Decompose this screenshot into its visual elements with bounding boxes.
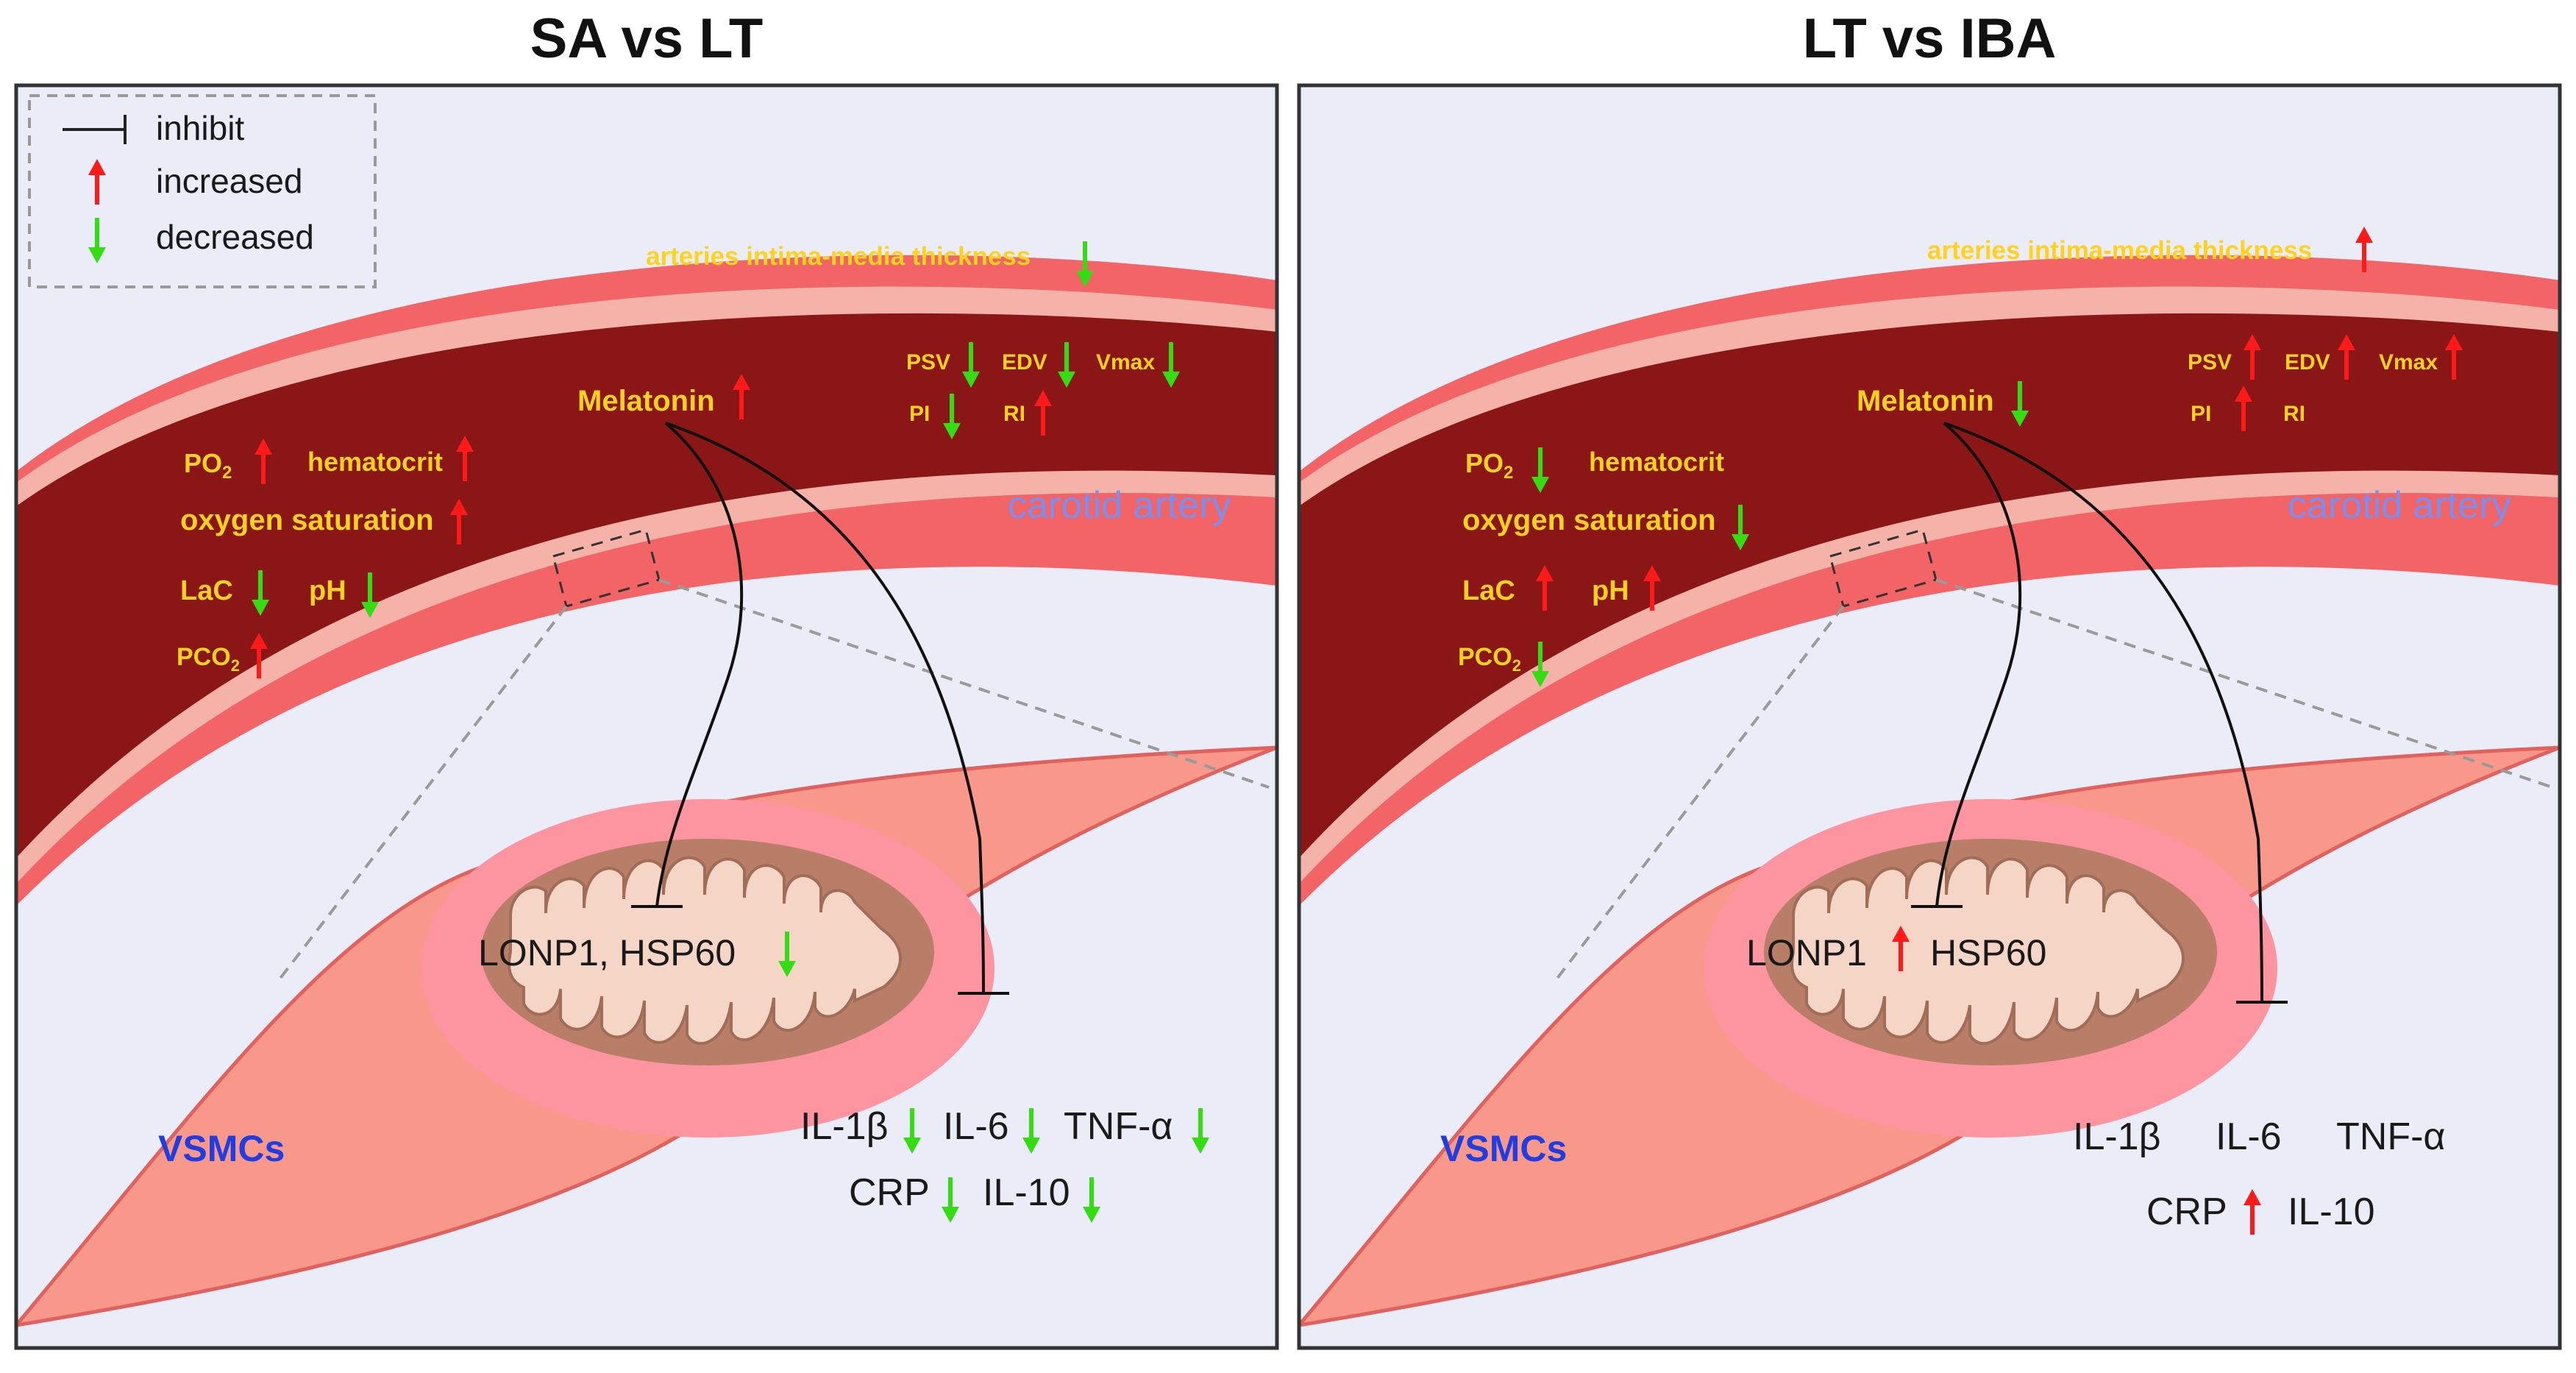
legend-increased-label: increased (156, 162, 302, 200)
il6-label: IL-6 (943, 1105, 1009, 1148)
ph-label: pH (1592, 575, 1629, 606)
legend-inhibit-label: inhibit (156, 109, 244, 147)
legend-box (28, 94, 377, 288)
oxygen-saturation-label: oxygen saturation (180, 504, 434, 536)
melatonin-label: Melatonin (577, 385, 715, 417)
panel-border (1297, 83, 2562, 1350)
ri-label: RI (2283, 402, 2305, 426)
lac-label: LaC (180, 575, 233, 606)
edv-label: EDV (1002, 350, 1047, 375)
pi-label: PI (909, 402, 930, 426)
crp-label: CRP (849, 1171, 930, 1214)
pi-label: PI (2191, 402, 2211, 426)
inhibition-lines (1911, 422, 2288, 1004)
inhibition-lines (631, 422, 1009, 995)
ri-label: RI (1003, 402, 1025, 426)
psv-label: PSV (906, 350, 950, 375)
il1b-label: IL-1β (800, 1105, 889, 1148)
carotid-artery-label: carotid artery (2288, 484, 2511, 527)
oxygen-saturation-label: oxygen saturation (1462, 504, 1716, 536)
il10-label: IL-10 (2288, 1191, 2375, 1233)
pco2-label: PCO2 (177, 643, 240, 675)
legend-decreased-label: decreased (156, 218, 314, 256)
panel-title: SA vs LT (530, 7, 764, 70)
vmax-label: Vmax (2379, 350, 2438, 375)
melatonin-label: Melatonin (1857, 385, 1994, 417)
po2-label: PO2 (1465, 448, 1513, 483)
zoom-guides (1552, 528, 2553, 984)
psv-label: PSV (2188, 350, 2232, 375)
zoom-guides (275, 528, 1270, 984)
mito-protein-b-label: HSP60 (1930, 932, 2046, 973)
il10-label: IL-10 (983, 1171, 1070, 1214)
po2-label: PO2 (184, 448, 232, 483)
mito-protein-a-label: LONP1 (1746, 932, 1867, 973)
vsmcs-label: VSMCs (158, 1128, 285, 1169)
mito-proteins-label: LONP1, HSP60 (478, 932, 736, 973)
tnfa-label: TNF-α (1064, 1105, 1173, 1148)
panel-border (14, 83, 1279, 1350)
legend: inhibit increased decreased (28, 94, 377, 288)
lac-label: LaC (1462, 575, 1515, 606)
ph-label: pH (309, 575, 346, 606)
hematocrit-label: hematocrit (1589, 447, 1724, 477)
il6-label: IL-6 (2216, 1115, 2282, 1158)
pco2-label: PCO2 (1458, 643, 1521, 675)
carotid-artery-label: carotid artery (1008, 484, 1231, 527)
imt-label: arteries intima-media thickness (1927, 236, 2312, 265)
tnfa-label: TNF-α (2336, 1115, 2445, 1158)
edv-label: EDV (2285, 350, 2330, 375)
vsmcs-label: VSMCs (1440, 1128, 1567, 1169)
il1b-label: IL-1β (2073, 1115, 2161, 1158)
crp-label: CRP (2146, 1191, 2227, 1233)
imt-label: arteries intima-media thickness (646, 242, 1031, 271)
hematocrit-label: hematocrit (307, 447, 443, 477)
panel-title: LT vs IBA (1803, 7, 2057, 70)
vmax-label: Vmax (1096, 350, 1155, 375)
